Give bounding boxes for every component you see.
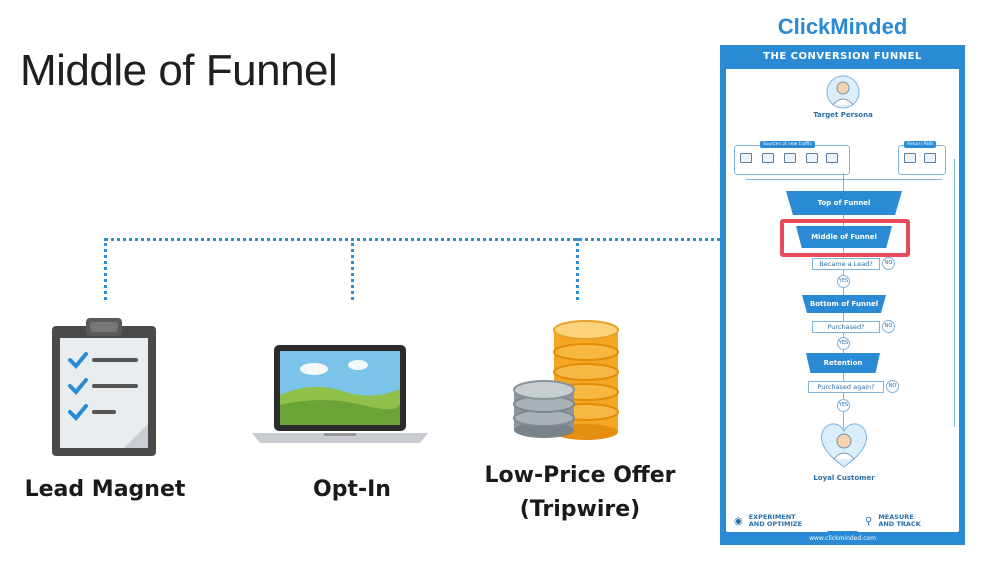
question-purchased: Purchased? — [812, 321, 880, 333]
up-chevron-icon: ⌃ — [772, 495, 780, 505]
connector-tripwire — [576, 238, 579, 300]
social-icon — [806, 153, 818, 163]
infographic-body: Target Persona Sources of new traffic Re… — [726, 69, 959, 531]
eye-icon: ◉ — [734, 515, 743, 527]
no-badge-lead: NO — [882, 257, 895, 270]
connector-lead-magnet — [104, 238, 107, 300]
brand-logo: ClickMinded — [777, 14, 908, 39]
experiment-optimize-button: ◉ EXPERIMENT AND OPTIMIZE — [726, 510, 828, 532]
yes-badge-purchased-again: YES — [837, 399, 850, 412]
flow-line-right — [954, 159, 955, 427]
highlight-middle-of-funnel — [780, 219, 910, 257]
down-chevron-icon: ⌄ — [902, 495, 910, 505]
persona-label: Target Persona — [813, 111, 873, 119]
retargeting-icon — [904, 153, 916, 163]
laptop-icon — [252, 345, 428, 443]
connector-horizontal — [104, 238, 776, 241]
experiment-optimize-label: EXPERIMENT AND OPTIMIZE — [748, 513, 803, 528]
banner-icon — [740, 153, 752, 163]
no-badge-purchased: NO — [882, 320, 895, 333]
persona-icon — [826, 75, 860, 109]
coins-icon — [513, 320, 619, 440]
connector-opt-in — [351, 238, 354, 300]
flow-line-main — [843, 173, 844, 463]
seo-icon — [762, 153, 774, 163]
referrals-icon — [826, 153, 838, 163]
question-became-lead: Became a Lead? — [812, 258, 880, 270]
return-label: Return Path — [904, 141, 937, 148]
no-badge-purchased-again: NO — [886, 380, 899, 393]
loyal-customer-label: Loyal Customer — [813, 474, 875, 482]
stage-middle-of-funnel: Middle of Funnel — [796, 226, 892, 248]
question-purchased-again: Purchased again? — [808, 381, 884, 393]
measure-track-button: ⚲ MEASURE AND TRACK — [857, 510, 959, 532]
email-icon — [924, 153, 936, 163]
tripwire-label: Low-Price Offer (Tripwire) — [470, 459, 690, 527]
yes-badge-purchased: YES — [837, 337, 850, 350]
magnifier-icon: ⚲ — [865, 515, 873, 527]
flow-line-top — [746, 179, 942, 180]
infographic-heading: THE CONVERSION FUNNEL — [763, 51, 922, 62]
loyal-customer-icon — [821, 423, 867, 468]
slide-title: Middle of Funnel — [20, 46, 338, 95]
opt-in-label: Opt-In — [313, 477, 391, 502]
yes-badge-lead: YES — [837, 275, 850, 288]
measure-track-label: MEASURE AND TRACK — [878, 513, 921, 528]
clipboard-icon — [52, 318, 156, 456]
stage-retention: Retention — [806, 353, 880, 373]
double-arrow-icon: « — [836, 513, 844, 526]
paid-advertising-icon — [784, 153, 796, 163]
lead-magnet-label: Lead Magnet — [24, 477, 186, 502]
funnel-infographic: THE CONVERSION FUNNEL Target Persona Sou… — [720, 45, 965, 545]
infographic-url: www.clickminded.com — [809, 535, 876, 542]
sources-label: Sources of new traffic — [760, 141, 815, 148]
stage-top-of-funnel: Top of Funnel — [786, 191, 902, 215]
stage-bottom-of-funnel: Bottom of Funnel — [802, 295, 886, 313]
tripwire-label-text: Low-Price Offer (Tripwire) — [484, 463, 676, 522]
